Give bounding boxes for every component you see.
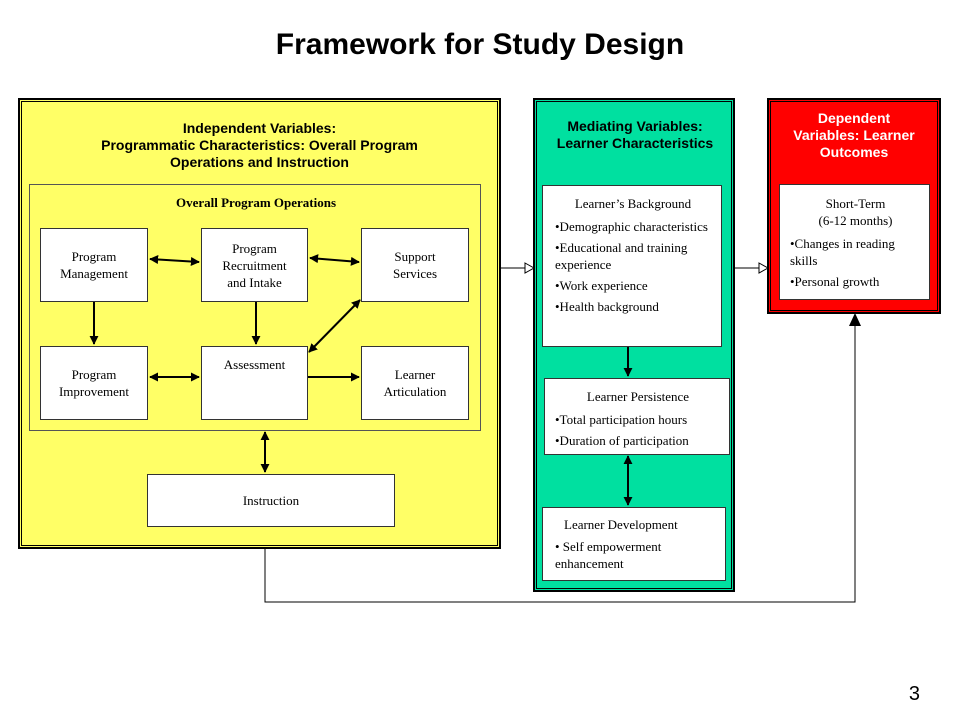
short-term-box: Short-Term (6-12 months) •Changes in rea…	[779, 184, 930, 300]
assessment-label: Assessment	[223, 357, 286, 372]
learners-background-box: Learner’s Background •Demographic charac…	[542, 185, 722, 347]
program-management-box: Program Management	[40, 228, 148, 302]
learner-persistence-list: •Total participation hours •Duration of …	[555, 411, 721, 449]
program-improvement-box: Program Improvement	[40, 346, 148, 420]
mediating-variables-heading: Mediating Variables: Learner Characteris…	[556, 118, 714, 151]
learner-persistence-title: Learner Persistence	[586, 389, 690, 404]
learner-persistence-box: Learner Persistence •Total participation…	[544, 378, 730, 455]
program-recruitment-box: Program Recruitment and Intake	[201, 228, 308, 302]
independent-heading-line: Operations and Instruction	[170, 154, 349, 170]
instruction-box: Instruction	[147, 474, 395, 527]
independent-variables-heading: Independent Variables: Programmatic Char…	[22, 120, 497, 171]
independent-heading-line: Programmatic Characteristics: Overall Pr…	[101, 137, 418, 153]
learner-development-list: • Self empowerment enhancement	[555, 538, 715, 572]
list-item: •Total participation hours	[555, 412, 688, 427]
list-item: •Demographic characteristics	[555, 219, 708, 234]
dependent-variables-heading: Dependent Variables: Learner Outcomes	[793, 110, 915, 160]
arrow-management-recruitment	[149, 255, 200, 266]
list-item: •Duration of participation	[555, 433, 689, 448]
assessment-box: Assessment	[201, 346, 308, 420]
support-services-box: Support Services	[361, 228, 469, 302]
short-term-list: •Changes in reading skills •Personal gro…	[790, 235, 921, 290]
feedback-line	[264, 316, 856, 603]
short-term-title: Short-Term	[825, 196, 886, 211]
arrow-independent-mediating-head	[524, 262, 536, 274]
arrow-mediating-dependent-head	[758, 262, 770, 274]
overall-operations-title: Overall Program Operations	[175, 195, 337, 210]
short-term-subtitle: (6-12 months)	[818, 213, 893, 228]
list-item: • Self empowerment enhancement	[555, 539, 662, 571]
learner-articulation-box: Learner Articulation	[361, 346, 469, 420]
arrow-recruitment-support	[309, 254, 360, 266]
list-item: •Changes in reading skills	[790, 236, 895, 268]
arrow-assessment-support	[308, 299, 361, 353]
learners-background-list: •Demographic characteristics •Educationa…	[555, 218, 711, 315]
independent-heading-line: Independent Variables:	[182, 120, 337, 136]
learners-background-title: Learner’s Background	[574, 196, 692, 211]
feedback-arrow-head	[849, 313, 861, 326]
list-item: •Work experience	[555, 278, 648, 293]
list-item: •Educational and training experience	[555, 240, 688, 272]
learner-development-title: Learner Development	[564, 517, 678, 532]
list-item: •Personal growth	[790, 274, 880, 289]
page-number: 3	[908, 683, 920, 705]
slide-title: Framework for Study Design	[275, 28, 685, 61]
list-item: •Health background	[555, 299, 659, 314]
learner-development-box: Learner Development • Self empowerment e…	[542, 507, 726, 581]
